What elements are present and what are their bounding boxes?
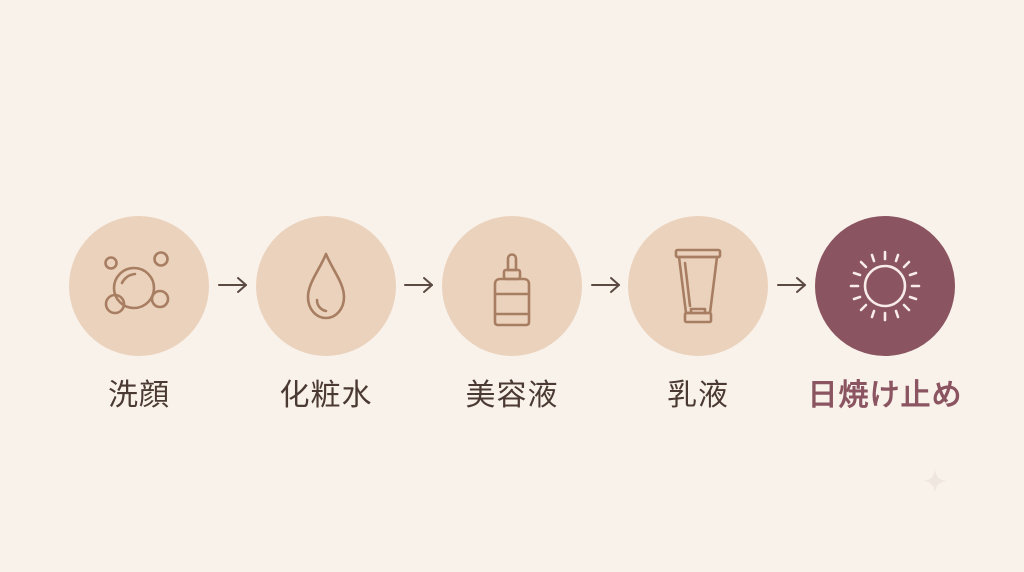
water-drop-icon [306,252,346,320]
step-circle [628,216,768,356]
step-label: 洗顔 [108,378,170,413]
tube-icon [674,248,722,324]
bubbles-icon [104,251,170,315]
step-label: 美容液 [465,378,559,413]
sparkle-icon [923,469,947,493]
step-label: 化粧水 [279,378,373,413]
step-circle [69,216,209,356]
step-label: 乳液 [667,378,729,413]
arrow-right-icon [591,277,620,293]
arrow-right-icon [404,277,433,293]
step-toner: 化粧水 [236,216,416,416]
step-circle [442,216,582,356]
arrow-right-icon [777,277,806,293]
step-cleansing: 洗顔 [49,216,229,416]
arrow-right-icon [218,277,247,293]
dropper-bottle-icon [493,253,531,327]
step-circle [256,216,396,356]
step-circle-accent [815,216,955,356]
sun-icon [849,250,921,322]
step-emulsion: 乳液 [608,216,788,416]
step-sunscreen: 日焼け止め [795,216,975,416]
step-label-accent: 日焼け止め [807,378,963,413]
step-serum: 美容液 [422,216,602,416]
